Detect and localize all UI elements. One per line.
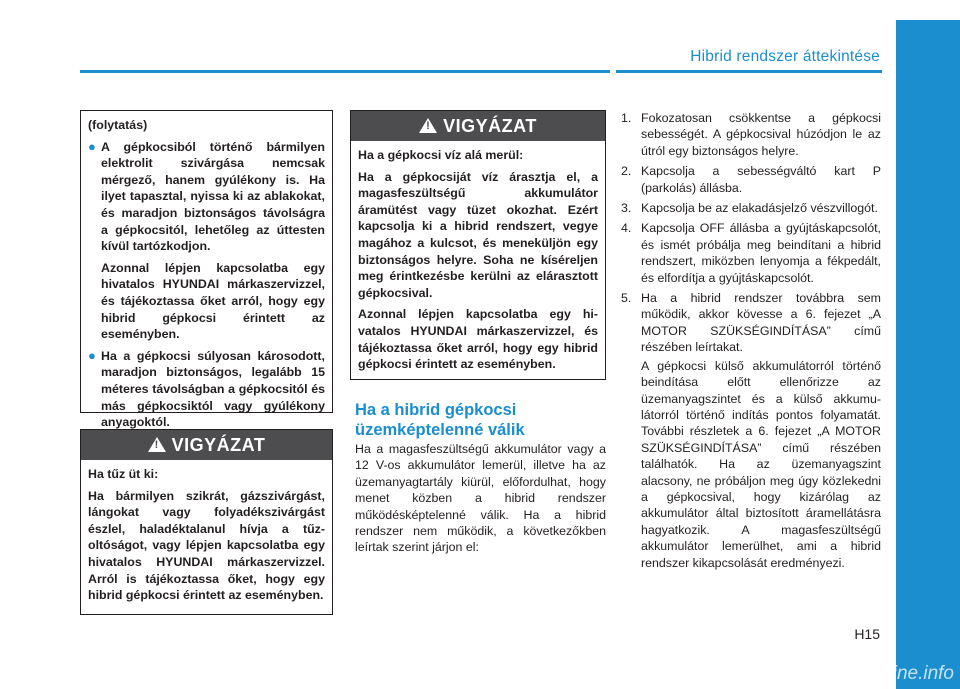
list-item: 3. Kapcsolja be az elakadásjelző vész­vi… bbox=[621, 200, 881, 218]
warning-triangle-icon bbox=[419, 117, 438, 133]
bullet-icon: ● bbox=[88, 347, 96, 363]
step-text-continued: A gépkocsi külső akkumulátorról törté­nő… bbox=[641, 358, 881, 570]
warning-box-continued: (folytatás) ● A gépkocsiból történő bárm… bbox=[80, 110, 333, 429]
step-text: Kapcsolja be az elakadásjelző vész­villo… bbox=[641, 201, 878, 216]
steps-list: 1. Fokozatosan csökkentse a gépkocsi seb… bbox=[621, 110, 881, 575]
header-title: Hibrid rendszer áttekintése bbox=[690, 48, 880, 65]
bullet-continuation: Azonnal lépjen kapcsolatba egy hivatalos… bbox=[101, 260, 325, 342]
step-text: Fokozatosan csökkentse a gépkocsi sebess… bbox=[641, 111, 881, 158]
bullet-icon: ● bbox=[88, 138, 96, 154]
section-text: Ha a magasfeszültségű akkumulátor vagy a… bbox=[355, 442, 606, 555]
warning-header: VIGYÁZAT bbox=[351, 111, 605, 141]
box-subtitle: (folytatás) bbox=[88, 118, 148, 132]
step-number: 4. bbox=[621, 221, 632, 236]
box-text: Azonnal lépjen kapcsolatba egy hi­vatalo… bbox=[358, 307, 598, 372]
list-item: 2. Kapcsolja a sebességváltó kart P (par… bbox=[621, 163, 881, 198]
page-number: H15 bbox=[854, 626, 880, 642]
list-item: 1. Fokozatosan csökkentse a gépkocsi seb… bbox=[621, 110, 881, 161]
step-number: 3. bbox=[621, 201, 632, 216]
step-text: Ha a hibrid rendszer továbbra sem működi… bbox=[641, 291, 881, 355]
list-item: 5. Ha a hibrid rendszer továbbra sem műk… bbox=[621, 290, 881, 573]
warning-header: VIGYÁZAT bbox=[81, 430, 332, 460]
warning-heading: VIGYÁZAT bbox=[443, 115, 537, 136]
step-text: Kapcsolja OFF állásba a gyújtáskap­csoló… bbox=[641, 221, 881, 285]
step-number: 1. bbox=[621, 111, 632, 125]
list-item: ● Ha a gépkocsi súlyosan károso­dott, ma… bbox=[88, 348, 325, 431]
watermark: carmanualsonline.info bbox=[769, 663, 954, 684]
step-text: Kapcsolja a sebességváltó kart P (parkol… bbox=[641, 164, 881, 195]
flood-warning-box: VIGYÁZAT Ha a gépkocsi víz alá merül: Ha… bbox=[350, 110, 606, 380]
bullet-text: A gépkocsiból történő bármilyen elektrol… bbox=[101, 139, 325, 254]
box-subtitle: Ha a gépkocsi víz alá merül: bbox=[358, 148, 524, 162]
list-item: ● A gépkocsiból történő bármilyen elektr… bbox=[88, 139, 325, 255]
step-number: 5. bbox=[621, 291, 632, 306]
warning-heading: VIGYÁZAT bbox=[171, 434, 266, 455]
header-rule-right bbox=[616, 70, 882, 73]
section-title: Ha a hibrid gépkocsi üzemképtelenné váli… bbox=[355, 401, 525, 439]
bullet-text: Ha a gépkocsi súlyosan károso­dott, mara… bbox=[101, 348, 325, 430]
warning-triangle-icon bbox=[147, 436, 166, 452]
box-subtitle: Ha tűz üt ki: bbox=[88, 467, 159, 481]
box-text: Ha bármilyen szikrát, gázszivárgást, lán… bbox=[88, 488, 325, 603]
header-rule bbox=[80, 70, 610, 73]
box-text: Ha a gépkocsiját víz árasztja el, a maga… bbox=[358, 169, 598, 300]
list-item: 4. Kapcsolja OFF állásba a gyújtáskap­cs… bbox=[621, 220, 881, 288]
step-number: 2. bbox=[621, 164, 632, 179]
side-bar bbox=[896, 20, 960, 689]
fire-warning-box: VIGYÁZAT Ha tűz üt ki: Ha bármilyen szik… bbox=[80, 429, 333, 615]
